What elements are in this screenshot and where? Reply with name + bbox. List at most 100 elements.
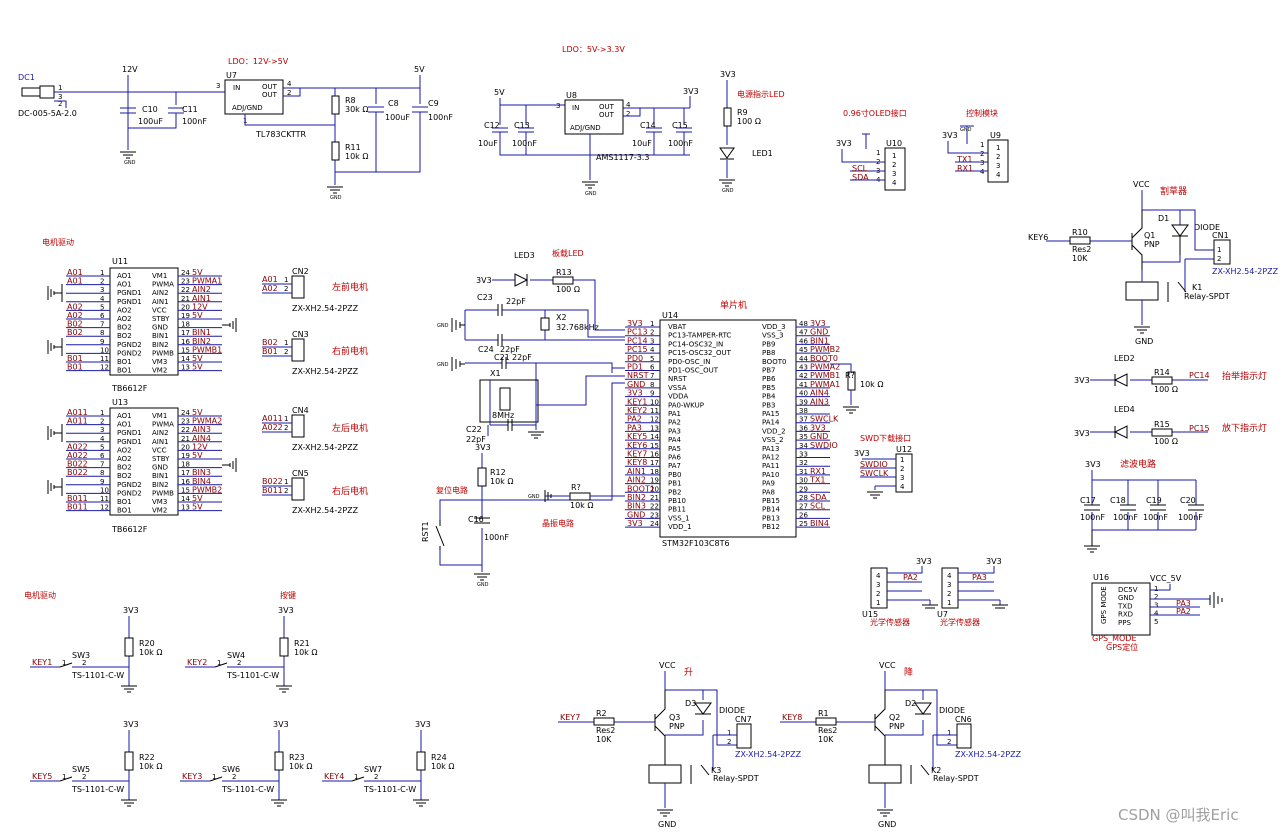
u16-symbol bbox=[1091, 582, 1151, 636]
svg-text:3: 3 bbox=[216, 82, 220, 90]
mcu-left-num-12: 13 bbox=[650, 424, 659, 432]
lift-0-cn bbox=[736, 723, 752, 749]
tb1-right-net-3: AIN1 bbox=[192, 294, 211, 303]
lift-1-kref: K2 bbox=[931, 766, 941, 775]
lift-0-cnp2: 2 bbox=[727, 738, 731, 746]
c19-value: 100nF bbox=[1143, 513, 1168, 522]
ctrl-title: 控制模块 bbox=[966, 108, 998, 118]
tb2-left-pin-7: BO2 bbox=[117, 472, 132, 480]
k2-part: TS-1101-C-W bbox=[226, 671, 279, 680]
tb1-left-num-0: 1 bbox=[100, 269, 104, 277]
mcu-left-net-16: KEY8 bbox=[627, 458, 647, 467]
tb2-right-num-5: 19 bbox=[181, 452, 190, 460]
tb1-left-pin-3: PGND1 bbox=[117, 298, 142, 306]
tb1-left-pin-1: AO1 bbox=[117, 281, 132, 289]
u13-part: TB6612F bbox=[111, 525, 148, 534]
k5-net: KEY5 bbox=[32, 772, 52, 781]
k1-rval: 10k Ω bbox=[139, 648, 162, 657]
swd-pin-swdio: SWDIO bbox=[860, 460, 888, 469]
c20-value: 100nF bbox=[1178, 513, 1203, 522]
mcu-right-pin-2: PB9 bbox=[762, 340, 775, 348]
mcu-left-net-18: AIN2 bbox=[627, 476, 646, 485]
r9-symbol bbox=[723, 107, 732, 127]
k5-sw: SW5 bbox=[72, 765, 90, 774]
r11-symbol bbox=[331, 141, 340, 161]
tb1-right-net-5: 5V bbox=[192, 311, 203, 320]
tb1-left-pin-7: BO2 bbox=[117, 332, 132, 340]
svg-text:1: 1 bbox=[892, 152, 896, 160]
cn5-ref: CN5 bbox=[292, 469, 309, 478]
mcu-right-num-21: 27 bbox=[799, 503, 808, 511]
tb1-left-pin-8: PGND2 bbox=[117, 341, 142, 349]
tb2-right-pin-3: AIN1 bbox=[152, 438, 169, 446]
k5-p1: 1 bbox=[62, 773, 66, 781]
dc-jack-body bbox=[39, 85, 55, 99]
cn5-part: ZX-XH2.54-2PZZ bbox=[292, 506, 359, 515]
mcu-left-net-21: BIN3 bbox=[627, 502, 646, 511]
cn1-ref: CN1 bbox=[1212, 231, 1229, 240]
r8-symbol bbox=[331, 95, 340, 115]
lift-1-cnref: CN6 bbox=[955, 715, 972, 724]
c22-value: 22pF bbox=[466, 435, 486, 444]
lift-0-kref: K3 bbox=[711, 766, 721, 775]
mcu-left-pin-22: VSS_1 bbox=[668, 514, 690, 522]
mcu-left-pin-14: PA5 bbox=[668, 445, 681, 453]
mcu-left-net-5: PD1 bbox=[627, 363, 643, 372]
tb2-left-net-4: A022 bbox=[67, 442, 88, 451]
lift-0-rpart: Res2 bbox=[596, 726, 615, 735]
mcu-right-net-11: SWCLK bbox=[810, 415, 839, 424]
cn5-net1: B022 bbox=[262, 477, 283, 486]
led2-ref: LED2 bbox=[1114, 354, 1135, 363]
k3-r bbox=[274, 751, 284, 771]
u7b-symbol bbox=[941, 567, 959, 609]
svg-text:3: 3 bbox=[947, 581, 951, 589]
light2-title: 光学传感器 bbox=[940, 617, 980, 627]
svg-text:4: 4 bbox=[287, 80, 292, 88]
tb2-right-pin-9: PWMB bbox=[152, 489, 174, 497]
light1-title: 光学传感器 bbox=[870, 617, 910, 627]
k3-net: KEY3 bbox=[182, 772, 202, 781]
k2-switch bbox=[214, 662, 228, 668]
mcu-right-num-0: 48 bbox=[799, 320, 808, 328]
rq-value: 10k Ω bbox=[570, 501, 593, 510]
q1-ref: Q1 bbox=[1144, 231, 1155, 240]
gps-num-1: 2 bbox=[1154, 593, 1158, 601]
tb1-right-pin-10: VM3 bbox=[152, 358, 167, 366]
tb1-left-num-6: 7 bbox=[100, 321, 104, 329]
r11-value: 10k Ω bbox=[345, 152, 368, 161]
tb1-left-pin-9: PGND2 bbox=[117, 349, 142, 357]
rq-symbol bbox=[569, 492, 591, 501]
c23-value: 22pF bbox=[506, 297, 526, 306]
x1-body bbox=[499, 387, 511, 411]
k2-vcc: 3V3 bbox=[278, 606, 294, 615]
d1-ref: D1 bbox=[1158, 214, 1169, 223]
cn2-p1: 1 bbox=[284, 276, 288, 284]
u15-ref: U15 bbox=[862, 610, 878, 619]
r13-symbol bbox=[552, 276, 574, 285]
svg-text:GND: GND bbox=[477, 582, 489, 588]
tb1-left-num-4: 5 bbox=[100, 303, 104, 311]
mcu-left-net-1: PC13 bbox=[627, 328, 648, 337]
mower-title: 割草器 bbox=[1160, 185, 1187, 197]
u12-symbol bbox=[895, 453, 913, 493]
c15-value: 100nF bbox=[668, 139, 693, 148]
tb1-right-pin-9: PWMB bbox=[152, 349, 174, 357]
tb1-right-net-4: 12V bbox=[192, 302, 208, 311]
dc1-part: DC-005-5A-2.0 bbox=[18, 109, 77, 118]
mcu-left-num-11: 12 bbox=[650, 416, 659, 424]
mcu-right-pin-21: PB14 bbox=[762, 506, 780, 514]
mcu-right-num-19: 29 bbox=[799, 485, 808, 493]
lift-1-qref: Q2 bbox=[889, 713, 900, 722]
mcu-right-num-2: 46 bbox=[799, 337, 808, 345]
gps-num-3: 4 bbox=[1154, 610, 1159, 618]
cn3-part: ZX-XH2.54-2PZZ bbox=[292, 367, 359, 376]
mcu-right-pin-16: PA11 bbox=[762, 462, 779, 470]
mower-relay: 割草器 VCC D1 DIODE KEY6 R10 Res2 10K Q1 PN… bbox=[1028, 180, 1279, 346]
tb1-right-pin-8: BIN2 bbox=[152, 341, 169, 349]
r13-value: 100 Ω bbox=[556, 285, 580, 294]
gps-title: GPS定位 bbox=[1106, 642, 1138, 652]
k2-net: KEY2 bbox=[187, 658, 207, 667]
tb1-left-num-1: 2 bbox=[100, 278, 104, 286]
net-3v3-led: 3V3 bbox=[720, 70, 736, 79]
